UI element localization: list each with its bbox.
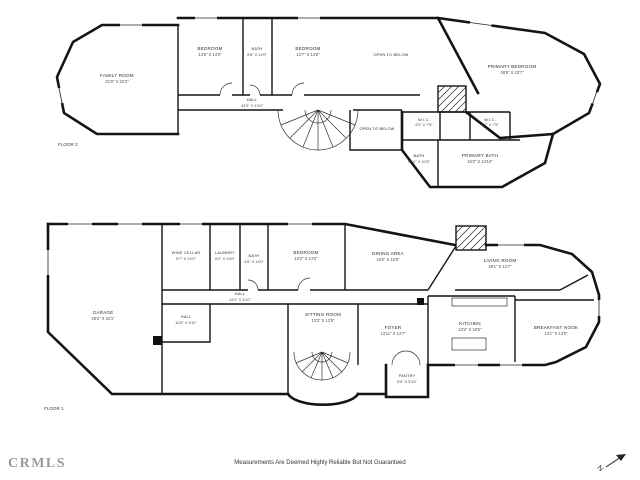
svg-text:GARAGE: GARAGE <box>93 310 114 315</box>
svg-text:PRIMARY BEDROOM: PRIMARY BEDROOM <box>488 64 537 69</box>
svg-text:LAUNDRY: LAUNDRY <box>215 250 235 255</box>
svg-text:W.I.C.: W.I.C. <box>484 117 496 122</box>
svg-text:6'2" X 14'0": 6'2" X 14'0" <box>215 256 235 261</box>
svg-text:HALL: HALL <box>247 97 258 102</box>
svg-text:13'3" X 13'5": 13'3" X 13'5" <box>311 318 335 323</box>
svg-text:16'0" X 15'0": 16'0" X 15'0" <box>376 257 400 262</box>
svg-text:KITCHEN: KITCHEN <box>459 321 481 326</box>
svg-text:5'8" X 14'0": 5'8" X 14'0" <box>247 52 267 57</box>
svg-text:13'1" X 13'0": 13'1" X 13'0" <box>544 331 568 336</box>
svg-text:5'9" X 5'10": 5'9" X 5'10" <box>397 379 417 384</box>
room-label-wic-1: W.I.C.4'5" X 7'5" <box>415 117 433 127</box>
svg-text:9'10" X 10'5": 9'10" X 10'5" <box>408 159 431 164</box>
floor1-stairwell-hatch <box>455 225 487 251</box>
svg-text:28'8" X 23'7": 28'8" X 23'7" <box>500 70 524 75</box>
floor1-interior-walls <box>153 224 594 394</box>
svg-text:BATH: BATH <box>414 153 425 158</box>
svg-text:12'7" X 14'0": 12'7" X 14'0" <box>296 52 320 57</box>
svg-text:18'2" X 14'10": 18'2" X 14'10" <box>467 159 493 164</box>
disclaimer-text: Measurements Are Deemed Highly Reliable … <box>234 460 405 466</box>
floor2-curved-staircase <box>277 109 359 151</box>
svg-text:43'5" X 4'10": 43'5" X 4'10" <box>241 103 264 108</box>
svg-text:OPEN TO BELOW: OPEN TO BELOW <box>359 126 394 131</box>
svg-text:14'0" X 3'10": 14'0" X 3'10" <box>229 297 252 302</box>
svg-text:BATH: BATH <box>249 253 260 258</box>
svg-text:4'8" X 14'0": 4'8" X 14'0" <box>244 259 264 264</box>
svg-text:23'2" X 18'5": 23'2" X 18'5" <box>458 327 482 332</box>
svg-text:N: N <box>596 464 605 473</box>
svg-text:21'0" X 22'2": 21'0" X 22'2" <box>105 79 129 84</box>
floor2-windows <box>57 16 599 105</box>
floor2-stairwell-hatch <box>437 85 467 113</box>
svg-text:BEDROOM: BEDROOM <box>295 46 320 51</box>
crmls-logo: CRMLS <box>8 456 66 471</box>
svg-text:BEDROOM: BEDROOM <box>197 46 222 51</box>
svg-text:OPEN TO BELOW: OPEN TO BELOW <box>373 52 408 57</box>
svg-text:WINE CELLAR: WINE CELLAR <box>172 250 201 255</box>
floor2-exterior-walls <box>55 16 602 189</box>
svg-text:BEDROOM: BEDROOM <box>293 250 318 255</box>
floor2-interior-walls <box>177 18 520 187</box>
floor2-label: FLOOR 2 <box>58 142 78 147</box>
room-label-open-to-below-upper: OPEN TO BELOW <box>373 52 408 57</box>
svg-text:FOYER: FOYER <box>385 325 402 330</box>
footer: CRMLS Measurements Are Deemed Highly Rel… <box>8 454 626 473</box>
svg-text:DINING AREA: DINING AREA <box>372 251 405 256</box>
room-label-wic-2: W.I.C.6'0" X 7'5" <box>481 117 499 127</box>
svg-text:29'1" X 12'7": 29'1" X 12'7" <box>488 264 512 269</box>
svg-text:4'5" X 7'5": 4'5" X 7'5" <box>415 122 433 127</box>
svg-text:SITTING ROOM: SITTING ROOM <box>305 312 341 317</box>
svg-text:BATH: BATH <box>252 46 263 51</box>
svg-text:W.I.C.: W.I.C. <box>418 117 430 122</box>
svg-text:13'11" X 14'7": 13'11" X 14'7" <box>380 331 406 336</box>
svg-text:FAMILY ROOM: FAMILY ROOM <box>100 73 134 78</box>
svg-text:HALL: HALL <box>181 314 192 319</box>
svg-text:9'7" X 14'0": 9'7" X 14'0" <box>176 256 196 261</box>
svg-text:HALL: HALL <box>235 291 246 296</box>
svg-text:PRIMARY BATH: PRIMARY BATH <box>462 153 498 158</box>
floor1-curved-staircase <box>293 351 351 381</box>
floor1-label: FLOOR 1 <box>44 406 64 411</box>
svg-text:10'2" X 14'0": 10'2" X 14'0" <box>294 256 318 261</box>
svg-text:PANTRY: PANTRY <box>399 373 416 378</box>
svg-text:BREAKFAST NOOK: BREAKFAST NOOK <box>534 325 579 330</box>
north-compass-icon: N <box>596 454 626 473</box>
floor1-doors <box>247 277 421 367</box>
svg-text:LIVING ROOM: LIVING ROOM <box>484 258 517 263</box>
svg-text:12'8" X 5'11": 12'8" X 5'11" <box>175 320 197 325</box>
floor2-doors <box>219 82 305 97</box>
svg-text:28'2" X 34'1": 28'2" X 34'1" <box>91 316 115 321</box>
room-label-open-to-below-lower: OPEN TO BELOW <box>359 126 394 131</box>
svg-text:6'0" X 7'5": 6'0" X 7'5" <box>481 122 499 127</box>
svg-text:14'6" X 14'0": 14'6" X 14'0" <box>198 52 222 57</box>
floor1-windows <box>46 222 601 367</box>
